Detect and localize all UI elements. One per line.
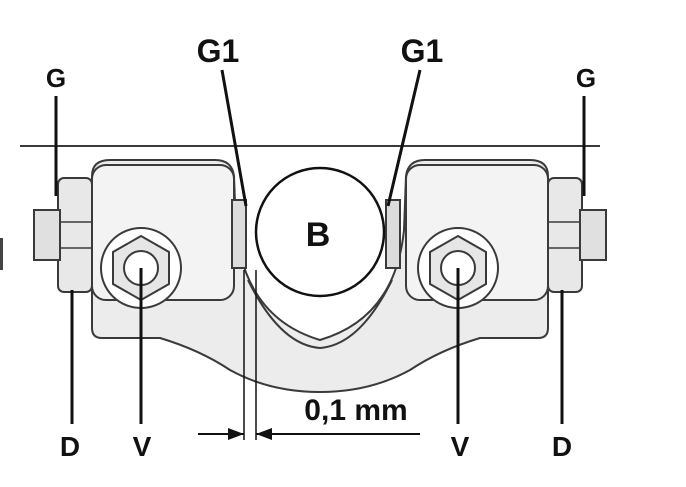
label-clearance: 0,1 mm <box>304 394 407 427</box>
left-edge-mark <box>0 238 3 270</box>
label-ball: B <box>306 216 331 254</box>
dim-arrow-right <box>256 428 272 440</box>
label-v-left: V <box>133 431 152 462</box>
left-side-screw <box>33 177 93 293</box>
label-g1-left: G1 <box>197 33 240 69</box>
label-d-right: D <box>552 431 572 462</box>
right-side-screw <box>547 177 607 293</box>
dim-arrow-left <box>228 428 244 440</box>
right-shim <box>385 199 401 269</box>
leader-g1-left <box>220 69 248 207</box>
label-g1-right: G1 <box>401 33 444 69</box>
left-shim <box>231 199 247 269</box>
label-d-left: D <box>60 431 80 462</box>
ball <box>254 166 386 298</box>
label-v-right: V <box>451 431 470 462</box>
saddle-inner-arc <box>247 279 393 350</box>
leader-g1-right <box>386 69 422 207</box>
label-g-right: G <box>576 63 596 93</box>
label-g-left: G <box>46 63 66 93</box>
